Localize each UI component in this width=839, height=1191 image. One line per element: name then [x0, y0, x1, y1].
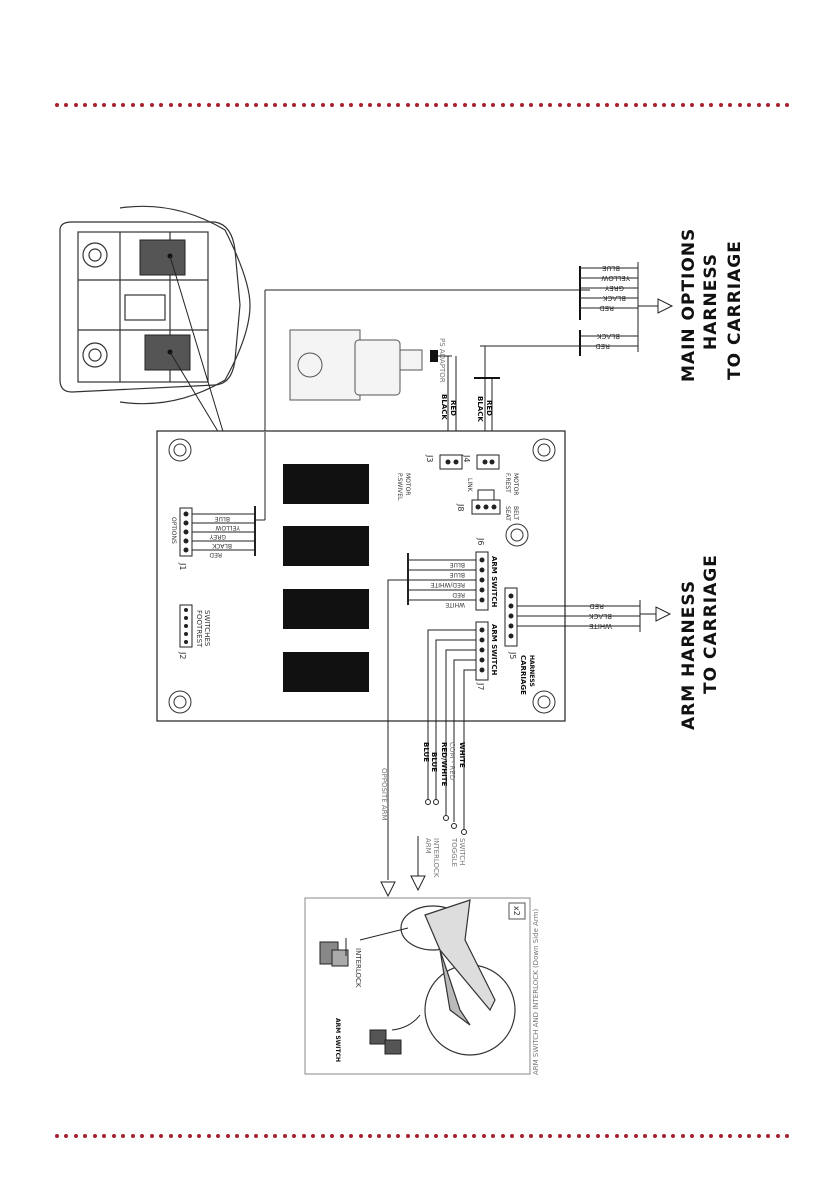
- main-wire-blue: BLUE: [602, 264, 620, 272]
- frest-label-1: F.REST: [504, 473, 511, 493]
- ps-adaptor-drawing: [289, 329, 423, 401]
- footrest-label-2: SWITCHES: [203, 610, 211, 647]
- x2-label: x2: [512, 906, 521, 916]
- opposite-arm-arrow: [380, 881, 396, 898]
- j1-wire-yellow: YELLOW: [215, 524, 241, 531]
- arm-harness-title-1: ARM HARNESS: [679, 580, 699, 730]
- opposite-arm-label: OPPOSITE ARM: [380, 768, 388, 821]
- arm-switch-part-drawing: [369, 1014, 421, 1055]
- j1-wire-red: RED: [209, 551, 222, 558]
- main-wire-black-2: BLACK: [597, 332, 620, 340]
- seatbelt-label-1: SEAT: [504, 506, 511, 521]
- arm-interlock-label-1: ARM: [424, 838, 432, 854]
- main-options-title-1: MAIN OPTIONS: [679, 228, 699, 382]
- left-wire-blue-2: BLUE: [430, 752, 438, 772]
- j6-wire-blue-2: BLUE: [449, 571, 465, 578]
- j6-wire-redwhite: RED/WHITE: [431, 581, 465, 588]
- j3-connector: [439, 454, 463, 470]
- j3-wire-red: RED: [449, 400, 457, 416]
- carriage-label-2: HARNESS: [528, 655, 535, 687]
- options-label: OPTIONS: [170, 517, 177, 544]
- j6-arm-switch-label: ARM SWITCH: [490, 556, 498, 607]
- pswivel-label-2: MOTOR: [404, 473, 411, 495]
- j8-label: J8: [456, 503, 465, 511]
- j7-label: J7: [476, 682, 485, 690]
- relay-4: [283, 652, 369, 692]
- j4-wire-black: BLACK: [476, 396, 484, 422]
- j7-arm-switch-label: ARM SWITCH: [490, 624, 498, 675]
- left-wire-blue-1: BLUE: [422, 742, 430, 762]
- seat-base-drawing: [59, 205, 251, 405]
- main-wire-grey: GREY: [604, 284, 624, 292]
- bottom-dotted-rule: [55, 1133, 790, 1139]
- j1-wire-grey: GREY: [209, 533, 226, 540]
- j1-label: J1: [178, 562, 187, 570]
- seat-motor-lower: [144, 334, 191, 371]
- arm-harness-wire-red: RED: [589, 602, 604, 610]
- left-wire-com-red: COM - RED: [448, 742, 456, 780]
- main-wire-yellow: YELLOW: [601, 274, 631, 282]
- arm-interlock-label-2: INTERLOCK: [432, 838, 440, 878]
- link-label: LINK: [466, 478, 473, 493]
- arm-switch-inset-label: ARM SWITCH: [334, 1018, 341, 1062]
- pswivel-label-1: P.SWIVEL: [396, 473, 403, 501]
- arm-interlock-arrow: [410, 875, 426, 892]
- j1-wire-blue: BLUE: [214, 515, 230, 522]
- board-mounting-holes: [168, 438, 556, 714]
- j3-wire-black: BLACK: [440, 394, 448, 420]
- left-wire-white: WHITE: [458, 742, 466, 768]
- main-options-wire-labels: BLUE YELLOW GREY BLACK RED BLACK RED: [595, 264, 631, 350]
- seat-motor-upper: [139, 239, 186, 276]
- j4-connector: [476, 454, 500, 470]
- j6-wire-blue-1: BLUE: [449, 561, 465, 568]
- j3-label: J3: [425, 454, 434, 462]
- toggle-switch-label-2: SWITCH: [458, 838, 466, 865]
- relay-1: [283, 464, 369, 504]
- frest-label-2: MOTOR: [512, 473, 519, 495]
- left-wire-redwhite: RED/WHITE: [440, 742, 448, 786]
- x2-badge: [508, 902, 526, 920]
- main-wire-red-2: RED: [595, 342, 610, 350]
- j4-wire-red: RED: [485, 400, 493, 416]
- carriage-label-1: CARRIAGE: [519, 655, 527, 695]
- toggle-switch-label-1: TOGGLE: [450, 837, 458, 867]
- relay-3: [283, 589, 369, 629]
- seatbelt-label-2: BELT: [512, 506, 519, 520]
- j6-wire-red: RED: [452, 591, 465, 598]
- inset-panel: [304, 897, 531, 1075]
- interlock-part-drawing: [319, 938, 349, 967]
- arm-harness-wire-white: WHITE: [589, 622, 612, 630]
- footrest-label-1: FOOTREST: [195, 610, 203, 648]
- j1-wire-black: BLACK: [211, 542, 232, 549]
- j4-label: J4: [462, 454, 471, 462]
- armrest-drawing: [400, 899, 516, 1056]
- j5-label: J5: [508, 651, 517, 659]
- main-options-title-3: TO CARRIAGE: [725, 240, 745, 380]
- main-wire-black: BLACK: [603, 294, 626, 302]
- relay-2: [283, 526, 369, 566]
- main-wire-red: RED: [599, 304, 614, 312]
- j6-wire-white: WHITE: [445, 601, 465, 608]
- arm-harness-wire-black: BLACK: [589, 612, 612, 620]
- top-dotted-rule: [55, 102, 790, 108]
- arm-harness-title-2: TO CARRIAGE: [701, 554, 721, 694]
- main-options-title-2: HARNESS: [701, 253, 721, 350]
- ps-adaptor-label: PS ADAPTOR: [438, 338, 446, 383]
- inset-caption: ARM SWITCH AND INTERLOCK (Down Side Arm): [532, 909, 540, 1075]
- j2-label: J2: [178, 651, 187, 659]
- interlock-label: INTERLOCK: [354, 948, 362, 988]
- j6-label: J6: [476, 537, 485, 545]
